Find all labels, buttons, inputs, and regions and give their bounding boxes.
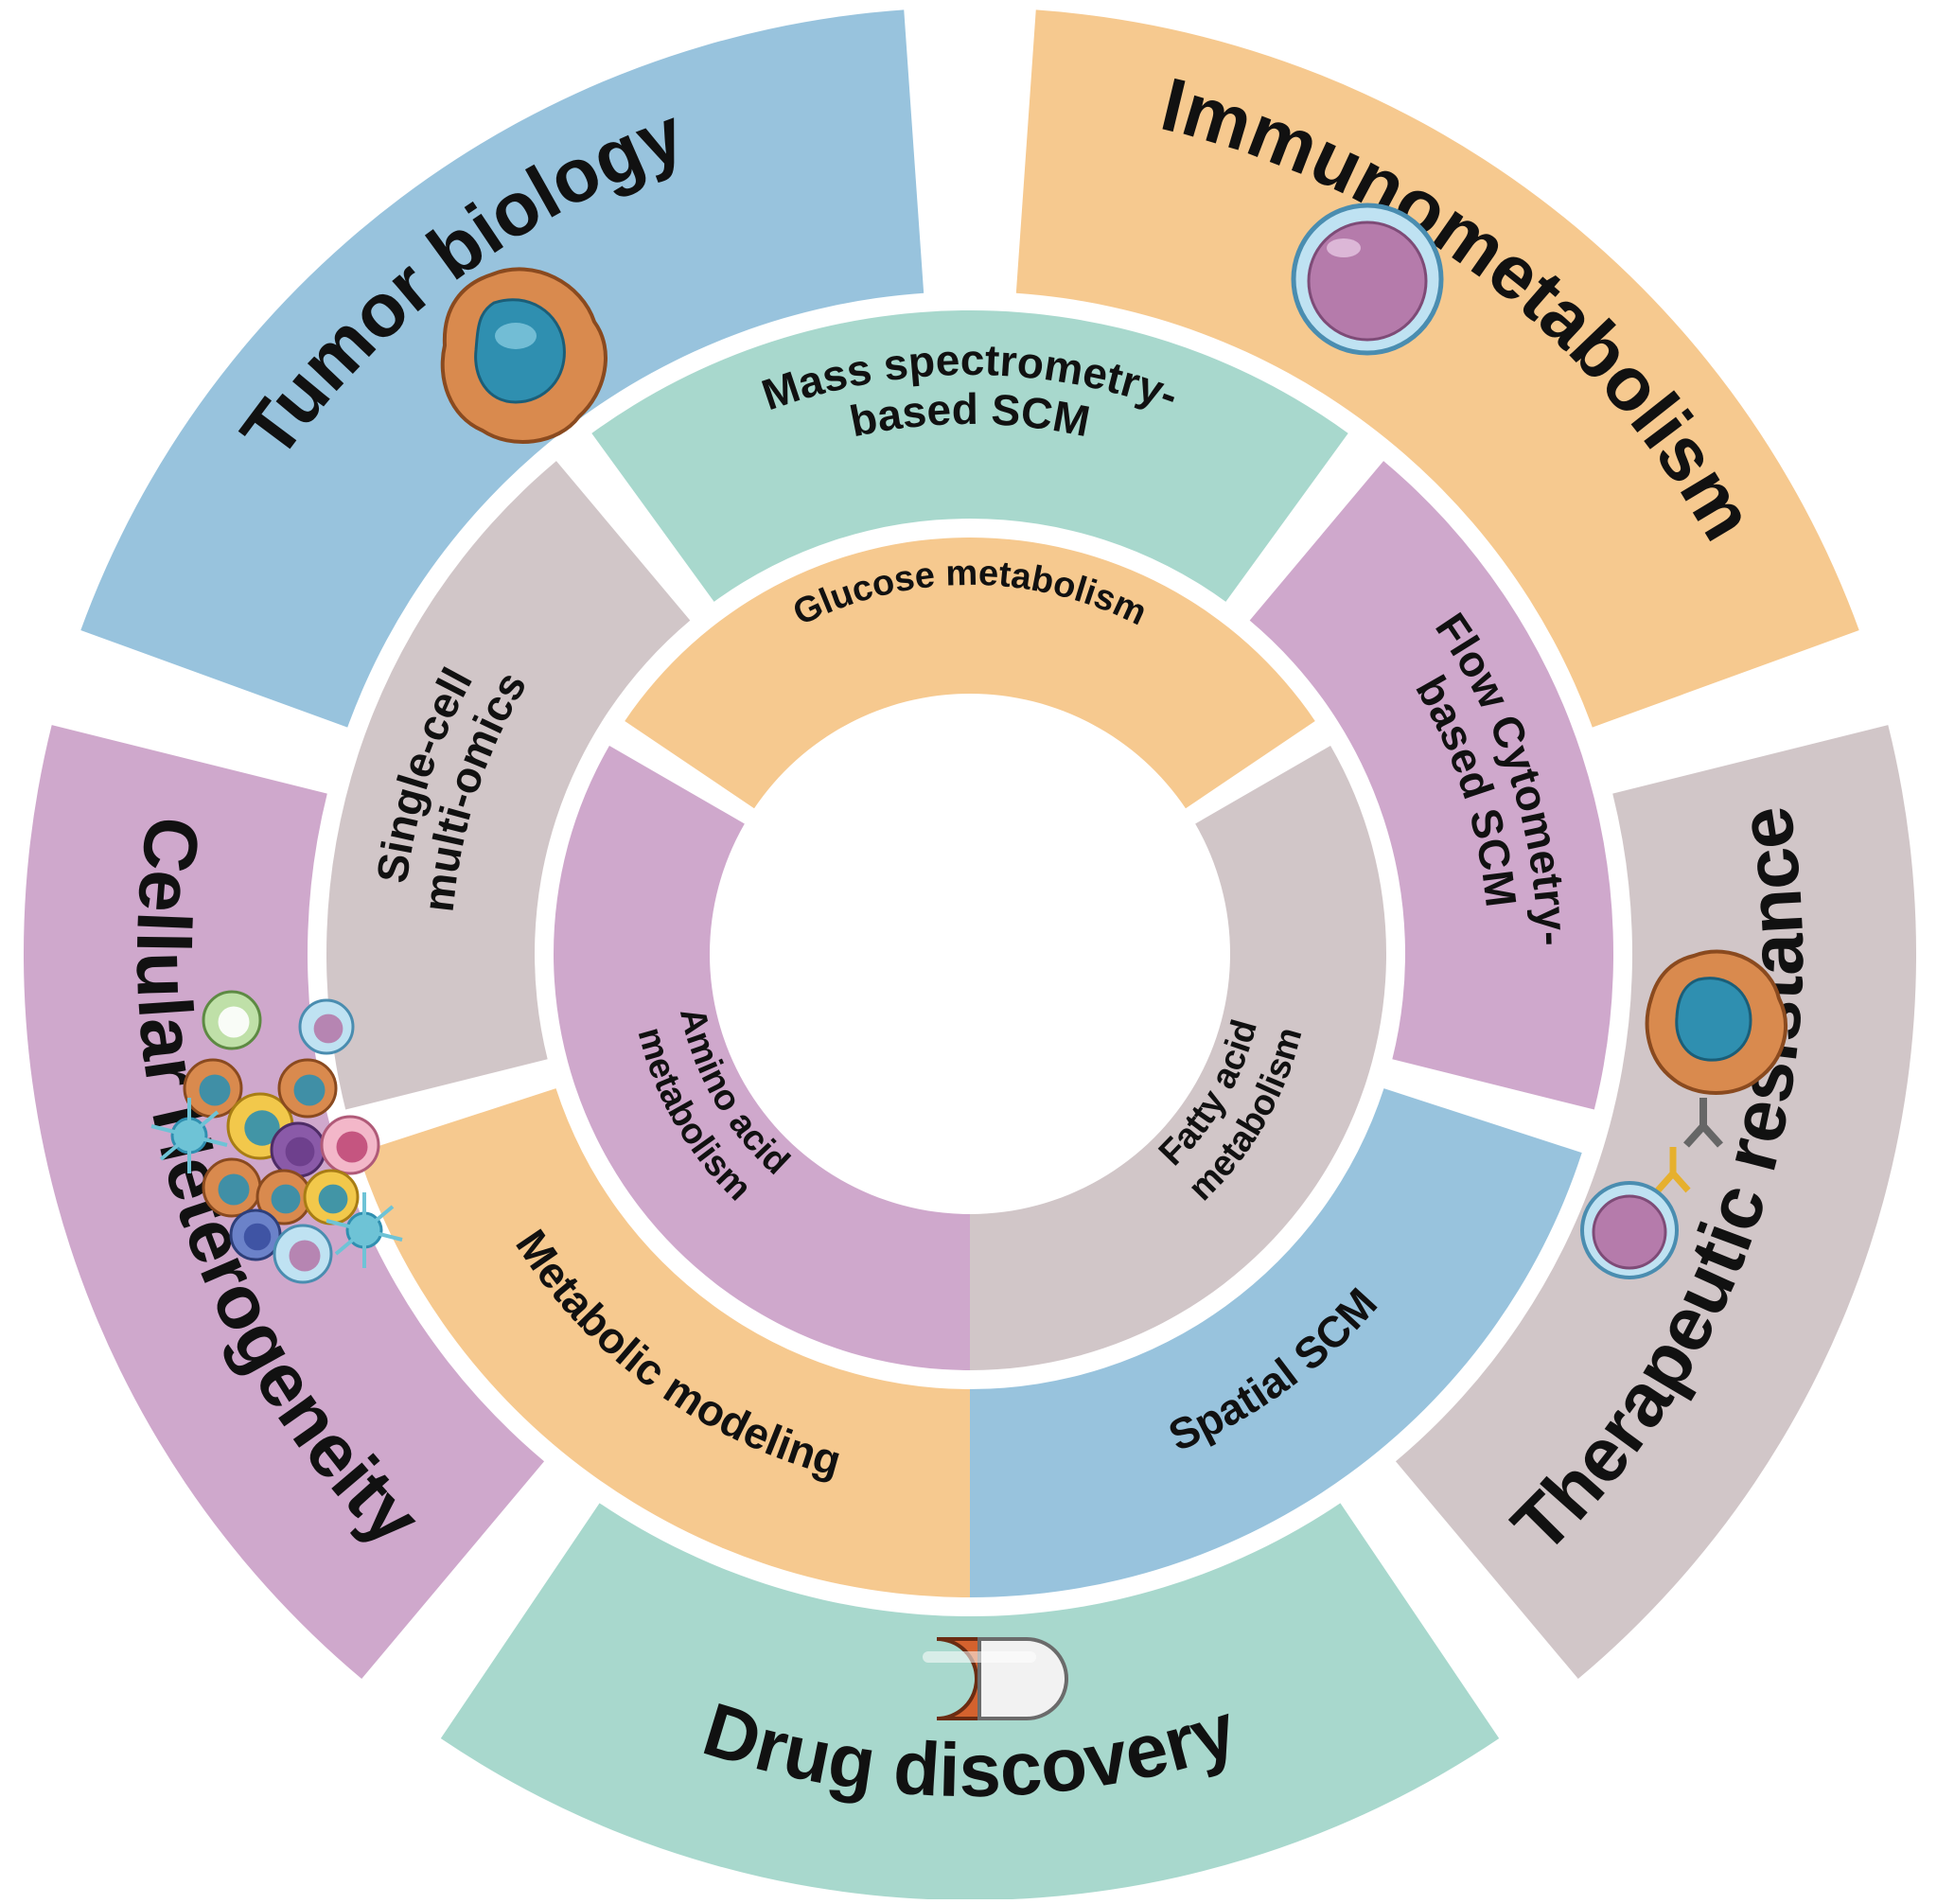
middle-segment-3 [358, 1088, 970, 1597]
inner-segment-2 [554, 746, 970, 1370]
inner-segment-0 [625, 538, 1315, 809]
capsule-icon [923, 1637, 1068, 1720]
cell-cluster-icon [150, 990, 403, 1284]
middle-segment-2 [970, 1088, 1582, 1597]
outer-segment-1 [1015, 9, 1859, 728]
illustrations [150, 203, 1787, 1720]
cell-antibody-icon [1580, 949, 1787, 1279]
tumor-cell-icon [440, 267, 608, 444]
immune-cell-icon [1291, 203, 1444, 356]
inner-segment-1 [970, 746, 1386, 1370]
middle-segment-0 [591, 310, 1348, 602]
middle-segment-4 [326, 461, 691, 1110]
outer-ring [24, 9, 1916, 1901]
inner-ring [554, 538, 1386, 1370]
middle-ring [326, 310, 1613, 1597]
middle-segment-1 [1249, 461, 1613, 1110]
